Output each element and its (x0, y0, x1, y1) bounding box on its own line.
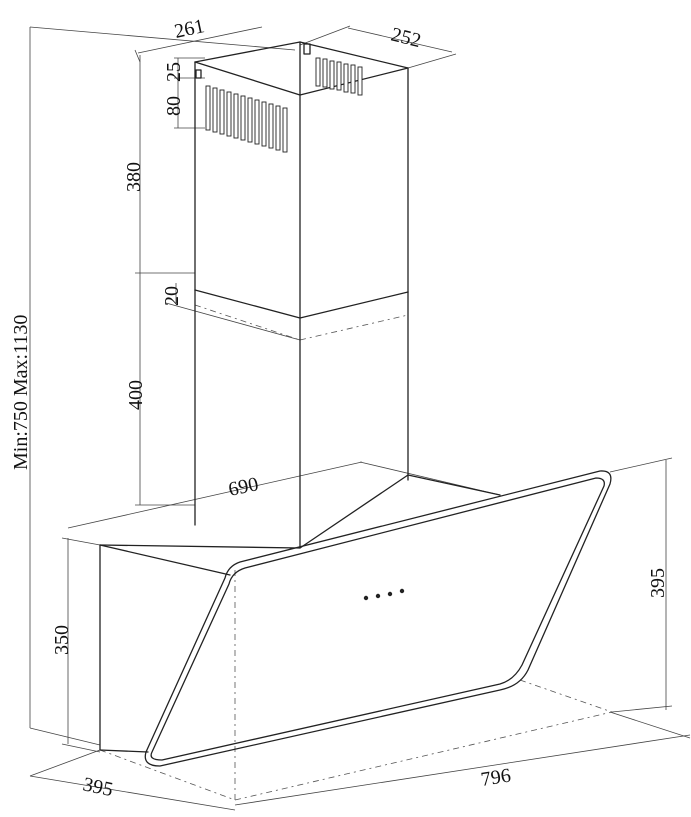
dimension-lines (29, 25, 691, 811)
control-buttons (363, 588, 405, 601)
label-glass-width: 796 (479, 765, 512, 791)
label-body-height: 350 (51, 625, 73, 655)
label-overlap: 20 (161, 286, 183, 306)
label-depth: 395 (81, 773, 115, 801)
label-lower-chimney-height: 400 (125, 380, 147, 410)
label-chimney-width: 252 (389, 24, 423, 53)
chimney-vents-front (205, 85, 288, 153)
upper-chimney (194, 41, 409, 319)
label-glass-height: 395 (647, 568, 669, 598)
label-chimney-depth: 261 (172, 15, 206, 43)
label-total-height-range: Min:750 Max:1130 (10, 315, 32, 470)
label-upper-chimney-height: 380 (123, 162, 145, 192)
chimney-vents-back (315, 57, 363, 96)
glass-panel (144, 470, 612, 767)
lower-chimney (194, 289, 409, 549)
hidden-lines (99, 304, 613, 801)
label-body-width: 690 (226, 473, 260, 501)
hood-body (99, 474, 501, 753)
label-vent-height: 80 (163, 96, 185, 116)
label-vent-offset: 25 (163, 62, 185, 82)
dimension-labels: 261 252 25 80 380 20 400 Min:750 Max:113… (10, 15, 669, 801)
